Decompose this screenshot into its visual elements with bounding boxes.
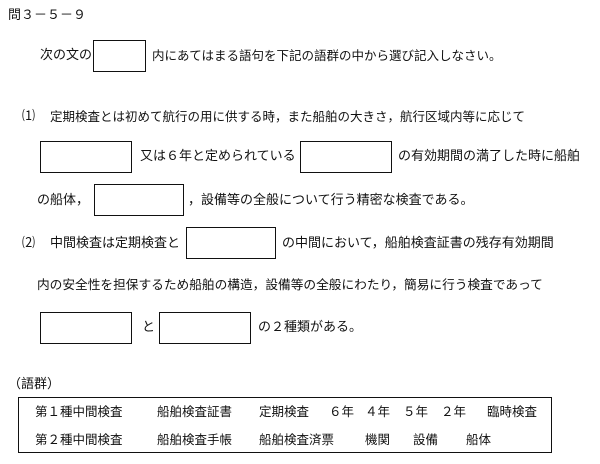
q2-line3-end: の２種類がある。 — [258, 320, 363, 335]
q1-line2-end: の有効期間の満了した時に船舶 — [398, 149, 581, 164]
q2-blank-2[interactable] — [40, 312, 132, 344]
vocab-word: 船舶検査証書 — [157, 404, 233, 419]
q2-blank-3[interactable] — [159, 312, 251, 344]
instruction-after: 内にあてはまる語句を下記の語群の中から選び記入しなさい。 — [152, 48, 502, 63]
vocab-word: 第２種中間検査 — [35, 432, 123, 447]
q1-blank-1[interactable] — [40, 141, 132, 173]
vocab-word: 機関 — [365, 432, 391, 447]
instruction-before: 次の文の — [40, 48, 93, 63]
q2-blank-1[interactable] — [186, 227, 276, 259]
q1-blank-3[interactable] — [94, 184, 184, 216]
vocab-word: ４年 — [365, 404, 391, 419]
vocab-word: 船体 — [466, 432, 492, 447]
q2-line1-end: の中間において，船舶検査証書の残存有効期間 — [282, 236, 554, 251]
q2-line2: 内の安全性を担保するため船舶の構造，設備等の全般にわたり，簡易に行う検査であって — [37, 277, 543, 292]
vocab-word: 船舶検査手帳 — [157, 432, 233, 447]
example-blank-box — [93, 40, 146, 72]
vocab-box: 第１種中間検査 船舶検査証書 定期検査 ６年 ４年 ５年 ２年 臨時検査 第２種… — [18, 397, 552, 453]
vocab-heading: （語群） — [8, 377, 61, 392]
problem-number: 問３－５－９ — [8, 8, 87, 23]
q2-number: ⑵ — [22, 236, 36, 251]
q1-blank-2[interactable] — [300, 141, 392, 173]
q2-line1-start: 中間検査は定期検査と — [50, 236, 181, 251]
vocab-word: 船舶検査済票 — [259, 432, 335, 447]
vocab-word: 定期検査 — [259, 404, 310, 419]
q1-number: ⑴ — [22, 109, 36, 124]
vocab-word: ６年 — [329, 404, 355, 419]
vocab-word: 設備 — [413, 432, 439, 447]
q1-line2-mid: 又は６年と定められている — [140, 149, 296, 164]
q1-line3-end: ，設備等の全般について行う精密な検査である。 — [188, 193, 474, 208]
vocab-word: 臨時検査 — [487, 404, 538, 419]
vocab-word: ５年 — [403, 404, 429, 419]
vocab-word: ２年 — [441, 404, 467, 419]
vocab-word: 第１種中間検査 — [35, 404, 123, 419]
q1-line3-start: の船体， — [37, 193, 90, 208]
q2-line3-mid: と — [142, 320, 156, 335]
q1-line1: 定期検査とは初めて航行の用に供する時，また船舶の大きさ，航行区域内等に応じて — [50, 109, 526, 124]
